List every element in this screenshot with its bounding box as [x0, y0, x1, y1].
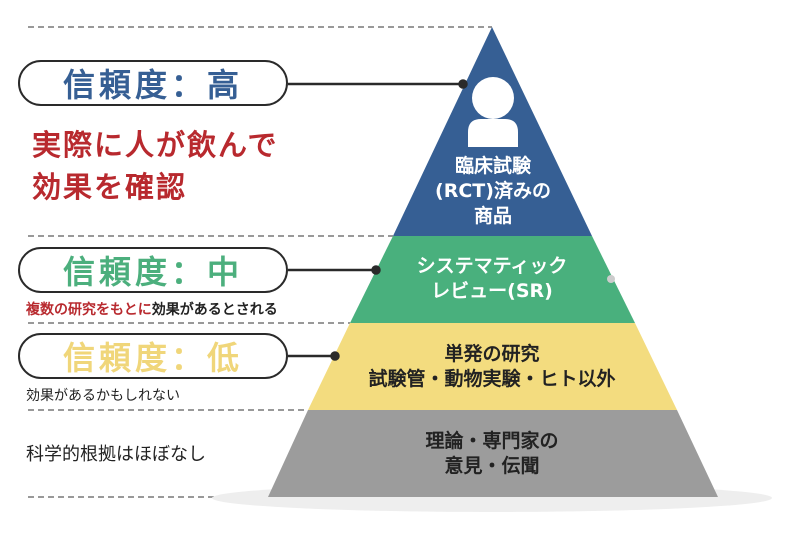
mid-desc-highlight: 複数の研究をもとに [26, 302, 152, 318]
reliability-mid-label: 信頼度：中 [18, 247, 288, 293]
high-description: 実際に人が飲んで 効果を確認 [32, 124, 279, 208]
tier-rct-line2: (RCT)済みの [435, 180, 551, 202]
dot-marker [607, 275, 615, 283]
pyramid-tier-sr [350, 236, 635, 323]
low-description: 効果があるかもしれない [26, 388, 180, 404]
tier-opinion-line2: 意見・伝聞 [444, 455, 540, 477]
tier-opinion-line1: 理論・専門家の [425, 430, 559, 452]
high-desc-line1: 実際に人が飲んで [32, 128, 279, 162]
tier-single-line1: 単発の研究 [444, 343, 540, 365]
tier-opinion-text: 理論・専門家の 意見・伝聞 [322, 429, 662, 479]
connectors [288, 79, 468, 361]
tier-sr-line1: システマティック [416, 255, 568, 277]
tier-single-line2: 試験管・動物実験・ヒト以外 [368, 368, 616, 390]
none-description: 科学的根拠はほぼなし [26, 444, 206, 465]
high-desc-line2: 効果を確認 [32, 170, 188, 204]
reliability-high-label: 信頼度：高 [18, 60, 288, 106]
mid-desc-rest: 効果があるとされる [151, 302, 278, 318]
reliability-low-label: 信頼度：低 [18, 333, 288, 379]
person-icon [468, 77, 518, 147]
tier-sr-line2: レビュー(SR) [431, 280, 553, 302]
tier-rct-line3: 商品 [473, 205, 512, 227]
tier-single-study-text: 単発の研究 試験管・動物実験・ヒト以外 [322, 342, 662, 392]
pyramid-tier-opinion [268, 410, 718, 497]
mid-description: 複数の研究をもとに効果があるとされる [26, 299, 278, 319]
tier-rct-line1: 臨床試験 [454, 155, 531, 177]
pyramid-tier-single-study [308, 323, 677, 410]
tier-sr-text: システマティック レビュー(SR) [372, 254, 612, 304]
tier-rct-text: 臨床試験 (RCT)済みの 商品 [412, 154, 574, 229]
